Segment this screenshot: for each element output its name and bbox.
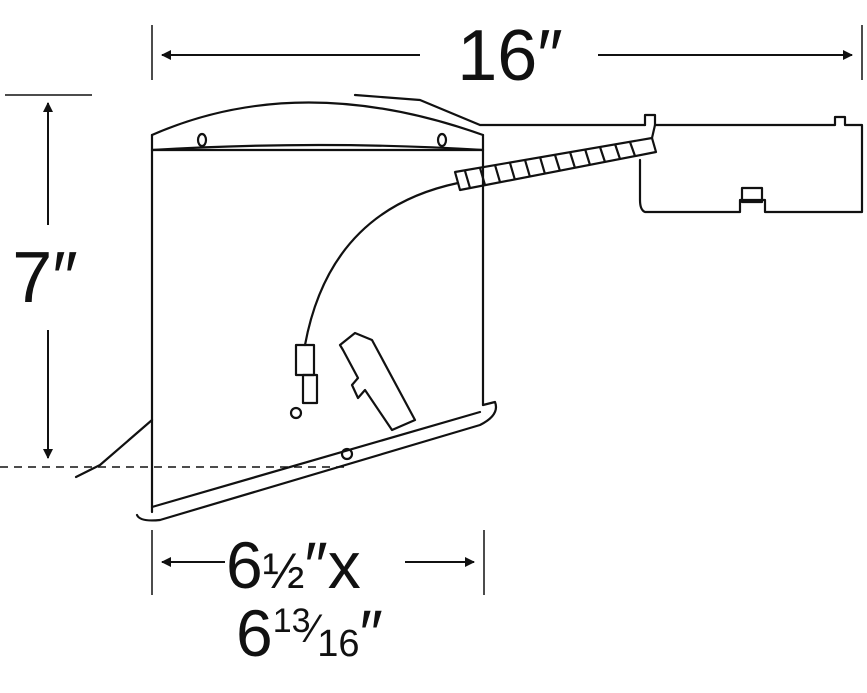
housing-can (74, 93, 647, 522)
width-label: 16″ (457, 16, 563, 96)
aperture-label-line2: 613⁄16″ (236, 596, 383, 670)
armored-cable (453, 136, 658, 192)
height-label: 7″ (12, 238, 78, 318)
aperture-dimension: 6½″x 613⁄16″ (151, 528, 485, 670)
junction-box (638, 113, 864, 214)
aperture-label-line1: 6½″x (226, 528, 361, 602)
height-dimension: 7″ (0, 94, 345, 468)
width-dimension: 16″ (151, 16, 863, 96)
